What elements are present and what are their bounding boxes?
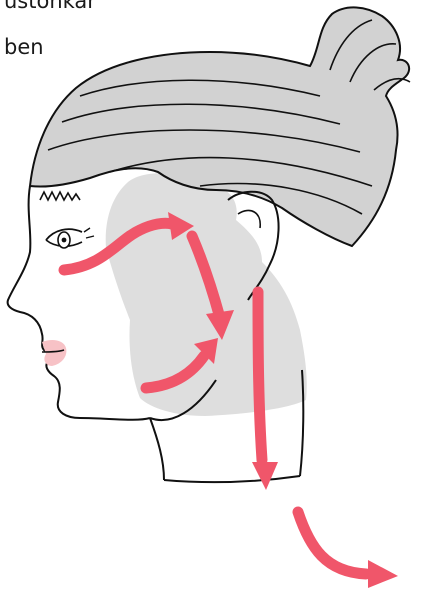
eyebrow bbox=[40, 192, 80, 200]
eye-pupil bbox=[62, 238, 67, 243]
neck-front-outline bbox=[150, 418, 164, 480]
eye-lashes bbox=[84, 228, 94, 238]
neck-base-outline bbox=[164, 476, 300, 482]
arrow-to-shoulder bbox=[298, 512, 398, 588]
lips bbox=[42, 340, 66, 366]
